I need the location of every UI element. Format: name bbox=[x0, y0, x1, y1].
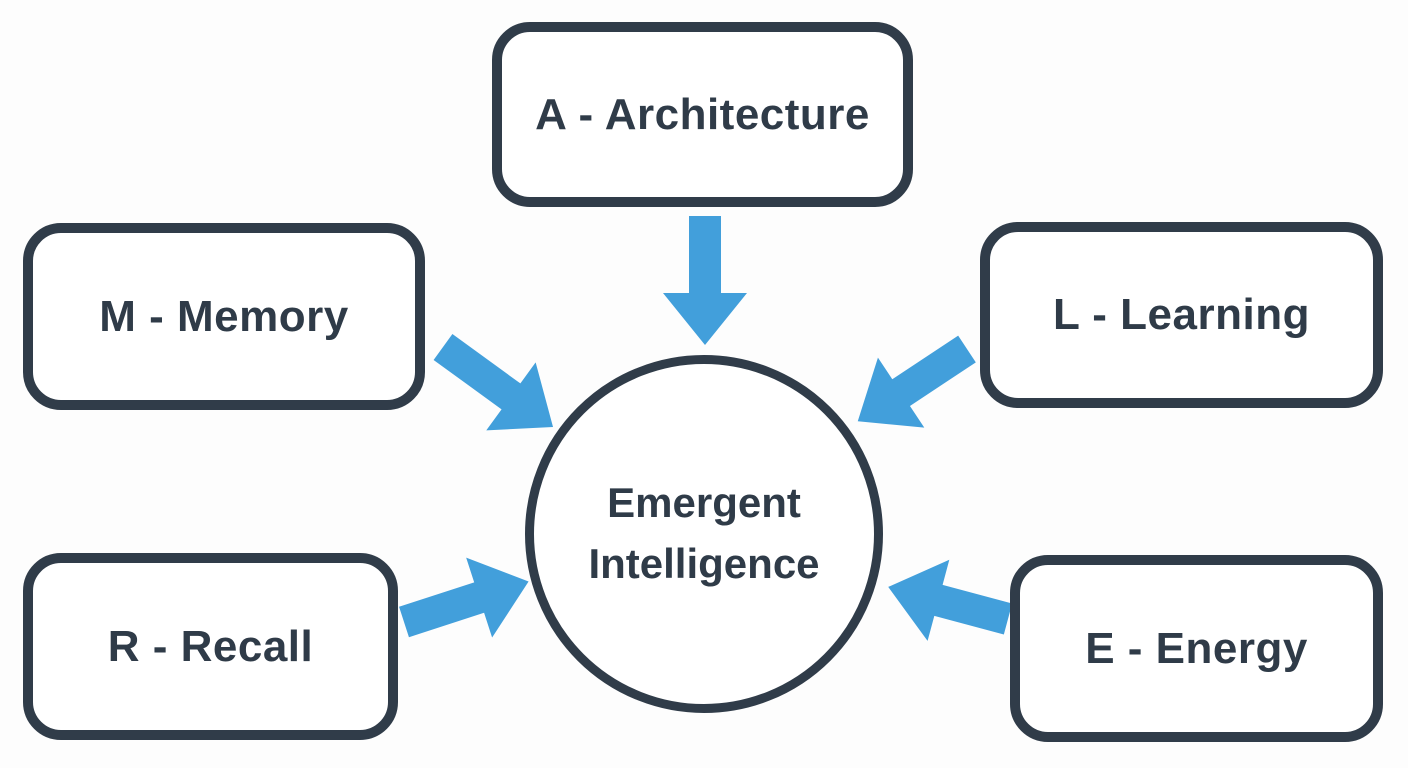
center-label-line1: Emergent bbox=[607, 479, 801, 527]
arrow-memory-to-center-icon bbox=[433, 334, 554, 431]
node-learning-label: L - Learning bbox=[1053, 290, 1310, 339]
arrow-recall-to-center-icon bbox=[399, 557, 529, 638]
node-energy-label: E - Energy bbox=[1085, 623, 1308, 673]
node-memory: M - Memory bbox=[23, 223, 425, 410]
arrow-energy-to-center-icon bbox=[888, 559, 1013, 641]
node-energy: E - Energy bbox=[1010, 555, 1383, 742]
node-recall: R - Recall bbox=[23, 553, 398, 740]
node-memory-label: M - Memory bbox=[99, 291, 349, 341]
arrow-architecture-to-center-icon bbox=[663, 216, 747, 345]
center-node: Emergent Intelligence bbox=[525, 355, 883, 713]
node-recall-label: R - Recall bbox=[107, 621, 314, 671]
node-architecture-label: A - Architecture bbox=[535, 89, 870, 139]
arrow-learning-to-center-icon bbox=[857, 335, 976, 428]
node-architecture: A - Architecture bbox=[492, 22, 913, 207]
center-label-line2: Intelligence bbox=[588, 540, 820, 587]
node-learning: L - Learning bbox=[980, 222, 1383, 408]
